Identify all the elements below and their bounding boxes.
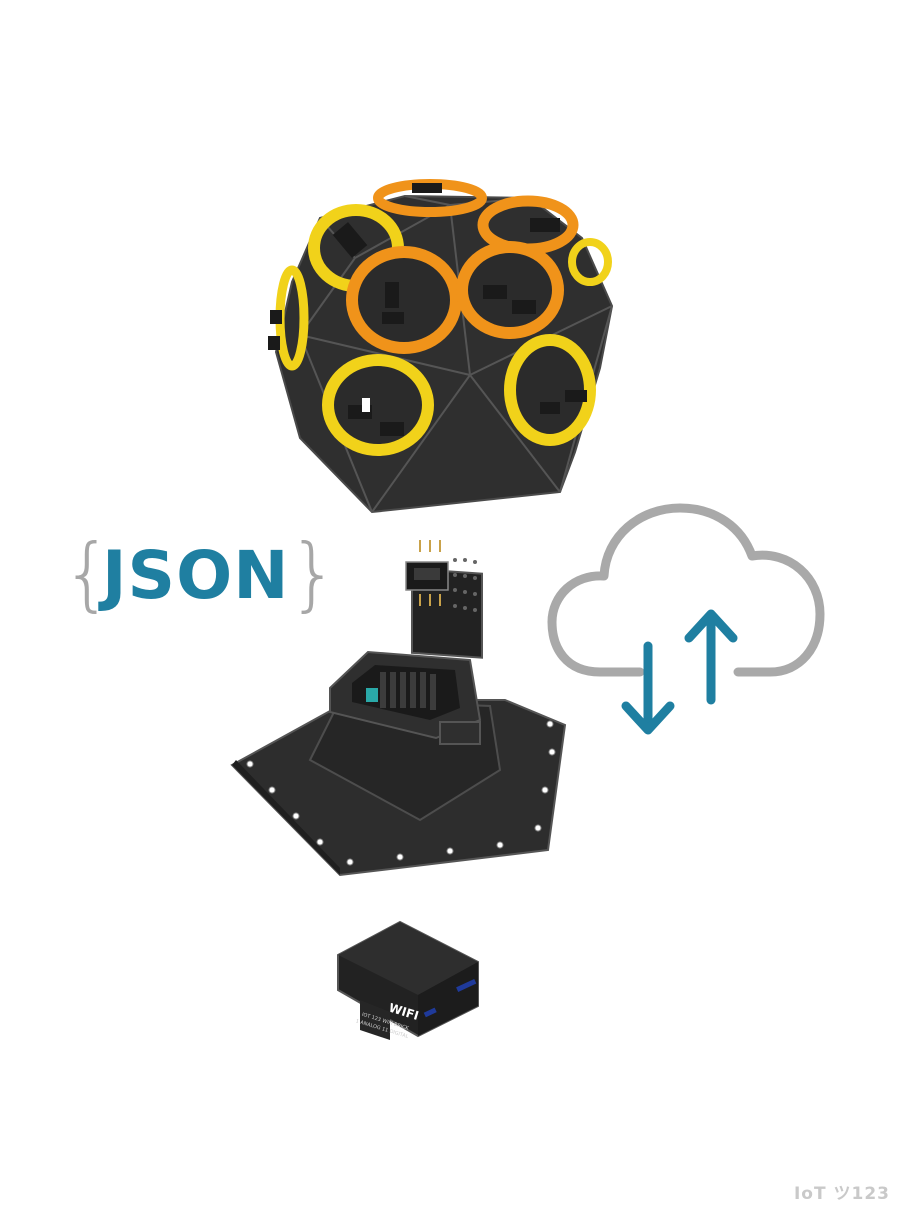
base-plate <box>230 650 567 877</box>
json-logo: { JSON } <box>62 527 339 622</box>
json-right-brace: } <box>288 527 339 620</box>
cloud-sync-icon <box>547 503 825 735</box>
ring-left-edge <box>268 265 309 371</box>
ring-top <box>373 179 487 217</box>
upload-arrow-icon <box>684 609 738 705</box>
ring-bottom-left <box>322 354 434 456</box>
ring-bottom-right <box>504 334 596 446</box>
ring-center-left <box>346 246 462 354</box>
watermark: IoT ツ123 <box>793 1184 890 1204</box>
ring-center-right <box>456 241 564 339</box>
json-word: JSON <box>102 537 290 614</box>
ring-right-edge <box>568 238 612 286</box>
wifi-module <box>337 920 479 1040</box>
json-left-brace: { <box>62 527 113 620</box>
connector-board <box>405 540 483 659</box>
download-arrow-icon <box>621 641 675 735</box>
